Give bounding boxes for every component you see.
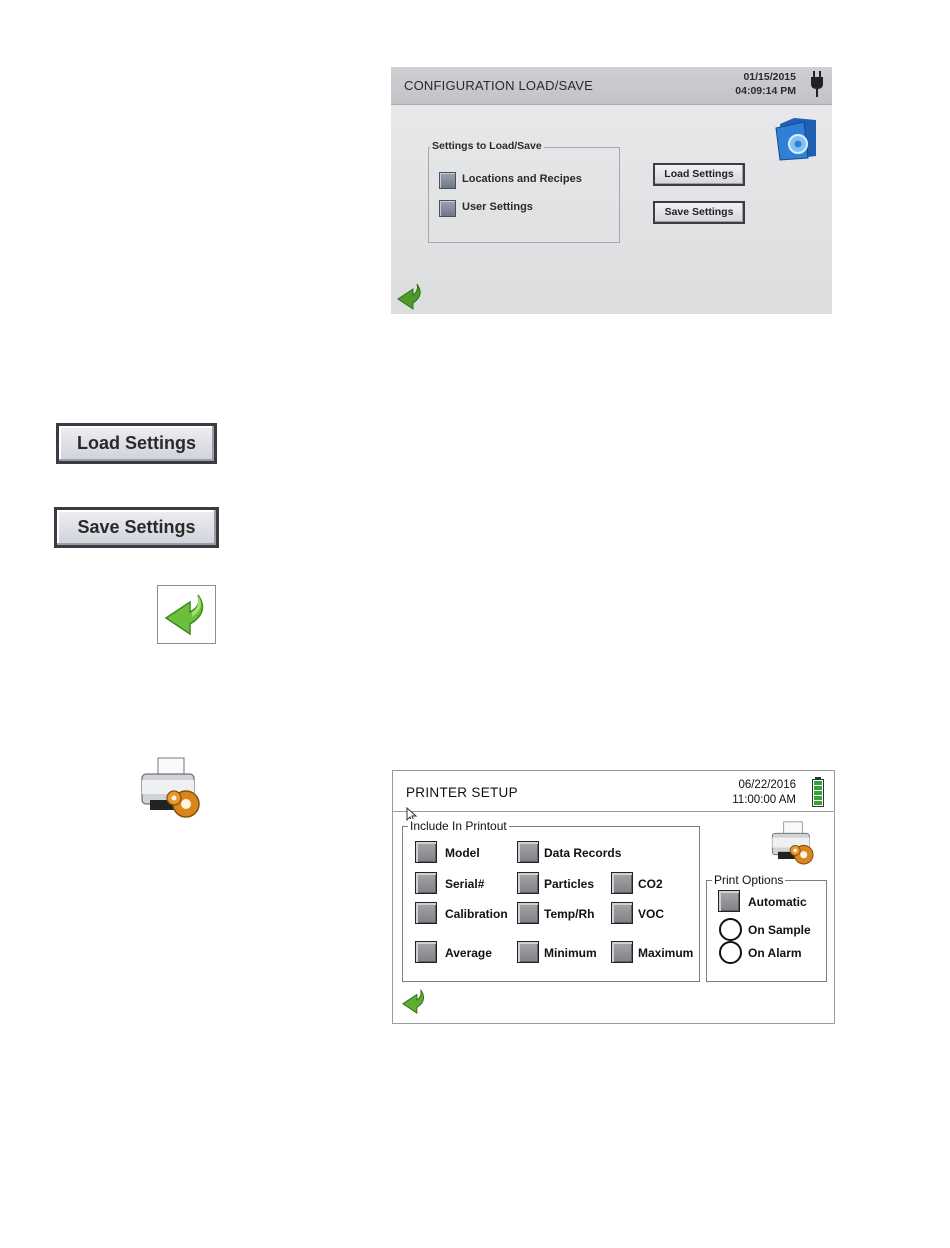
include-in-printout-label: Include In Printout: [408, 819, 509, 833]
voc-checkbox[interactable]: [611, 902, 633, 924]
save-settings-button[interactable]: Save Settings: [653, 201, 745, 224]
printer-settings-icon[interactable]: [136, 754, 206, 824]
temp-rh-checkbox[interactable]: [517, 902, 539, 924]
maximum-label: Maximum: [638, 946, 694, 960]
back-arrow-graphic: [164, 594, 204, 636]
header-bar: PRINTER SETUP 06/22/2016 11:00:00 AM: [393, 771, 834, 812]
minimum-checkbox[interactable]: [517, 941, 539, 963]
settings-group-box: [428, 147, 620, 243]
model-label: Model: [445, 846, 480, 860]
include-in-printout-panel: [402, 826, 700, 982]
date-text: 01/15/2015: [743, 71, 796, 83]
printer-setup-screen: PRINTER SETUP 06/22/2016 11:00:00 AM Inc…: [392, 770, 835, 1024]
particles-label: Particles: [544, 877, 595, 891]
temp-rh-label: Temp/Rh: [544, 907, 595, 921]
locations-recipes-label: Locations and Recipes: [462, 173, 582, 185]
print-options-label: Print Options: [712, 873, 786, 887]
back-arrow-icon[interactable]: [395, 281, 427, 311]
locations-recipes-checkbox[interactable]: [439, 172, 456, 189]
data-records-checkbox[interactable]: [517, 841, 539, 863]
particles-checkbox[interactable]: [517, 872, 539, 894]
serial-checkbox[interactable]: [415, 872, 437, 894]
datetime: 06/22/2016 11:00:00 AM: [732, 778, 796, 808]
battery-icon: [812, 777, 824, 807]
time-text: 11:00:00 AM: [732, 794, 796, 806]
co2-checkbox[interactable]: [611, 872, 633, 894]
voc-label: VOC: [638, 907, 665, 921]
model-checkbox[interactable]: [415, 841, 437, 863]
settings-group-label: Settings to Load/Save: [430, 140, 544, 152]
automatic-label: Automatic: [748, 895, 807, 909]
maximum-checkbox[interactable]: [611, 941, 633, 963]
user-settings-checkbox[interactable]: [439, 200, 456, 217]
back-arrow-icon[interactable]: [157, 585, 216, 644]
date-text: 06/22/2016: [738, 779, 796, 791]
serial-label: Serial#: [445, 877, 485, 891]
back-arrow-icon[interactable]: [400, 987, 430, 1015]
on-sample-radio[interactable]: [719, 918, 742, 941]
power-plug-icon: [811, 71, 823, 97]
settings-folder-icon[interactable]: [774, 114, 820, 162]
on-sample-label: On Sample: [748, 923, 811, 937]
config-load-save-screen: CONFIGURATION LOAD/SAVE 01/15/2015 04:09…: [391, 67, 832, 314]
data-records-label: Data Records: [544, 846, 622, 860]
datetime: 01/15/2015 04:09:14 PM: [735, 70, 796, 98]
time-text: 04:09:14 PM: [735, 85, 796, 97]
load-settings-button[interactable]: Load Settings: [653, 163, 745, 186]
user-settings-label: User Settings: [462, 201, 533, 213]
average-label: Average: [445, 946, 492, 960]
page-title: CONFIGURATION LOAD/SAVE: [404, 78, 594, 93]
page-title: PRINTER SETUP: [406, 785, 518, 800]
printer-settings-icon[interactable]: [768, 819, 818, 869]
automatic-checkbox[interactable]: [718, 890, 740, 912]
header-bar: CONFIGURATION LOAD/SAVE 01/15/2015 04:09…: [391, 67, 832, 105]
save-settings-button-large[interactable]: Save Settings: [54, 507, 219, 548]
average-checkbox[interactable]: [415, 941, 437, 963]
load-settings-button-large[interactable]: Load Settings: [56, 423, 217, 464]
on-alarm-radio[interactable]: [719, 941, 742, 964]
calibration-checkbox[interactable]: [415, 902, 437, 924]
on-alarm-label: On Alarm: [748, 946, 802, 960]
co2-label: CO2: [638, 877, 663, 891]
minimum-label: Minimum: [544, 946, 597, 960]
calibration-label: Calibration: [445, 907, 508, 921]
